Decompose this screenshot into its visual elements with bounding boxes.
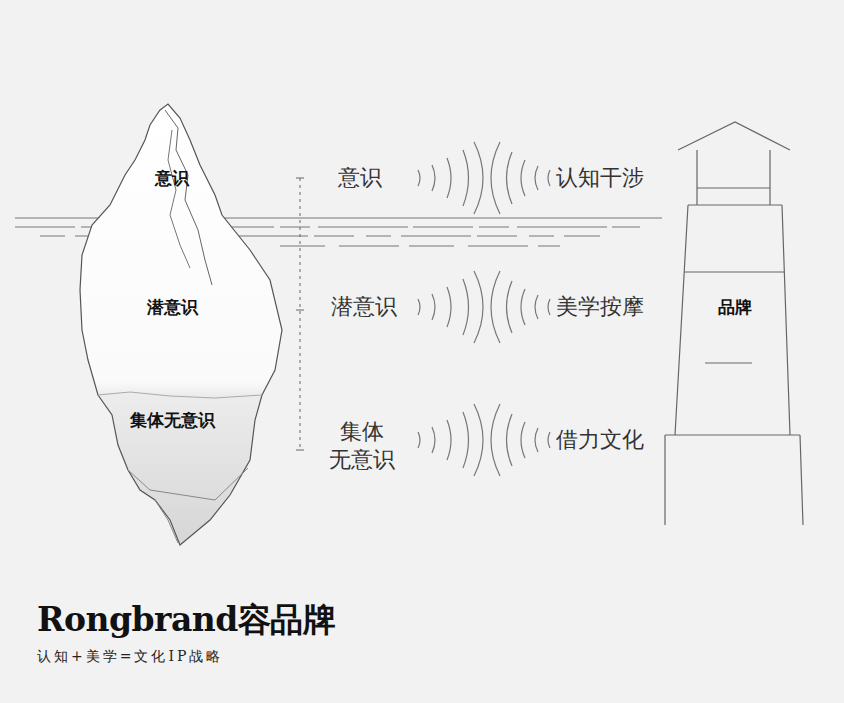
brand-logo: Rongbrand容品牌 <box>37 598 335 643</box>
strategy-label: 借力文化 <box>556 425 644 455</box>
lighthouse-band <box>684 272 785 363</box>
consciousness-layer: 意识 <box>155 167 189 190</box>
iceberg-outline <box>80 104 282 545</box>
bracket-line <box>300 178 301 450</box>
lighthouse-tower <box>675 205 790 435</box>
iceberg-facet <box>128 468 248 500</box>
collective-unconscious-layer: 集体无意识 <box>130 409 215 432</box>
subconscious-layer: 潜意识 <box>147 296 198 319</box>
lighthouse-base <box>665 435 803 525</box>
depth-bracket <box>296 178 304 450</box>
lighthouse: 品牌 <box>660 118 805 528</box>
water-ripple <box>280 246 560 247</box>
iceberg-crack <box>165 110 212 285</box>
bracket-tick <box>296 450 304 451</box>
layer-label: 集体 无意识 <box>327 418 397 474</box>
iceberg: 意识潜意识集体无意识 <box>75 100 290 550</box>
iceberg-ledge <box>98 392 262 398</box>
lighthouse-shape <box>660 118 805 528</box>
brand-slogan: 认知+美学=文化IP战略 <box>37 648 223 666</box>
iceberg-facet <box>155 500 178 543</box>
wave-symbol <box>418 404 550 476</box>
brand-text: 品牌 <box>718 296 752 319</box>
iceberg-crack <box>168 130 190 268</box>
layer-label: 意识 <box>325 164 395 192</box>
strategy-label: 美学按摩 <box>556 292 644 322</box>
lighthouse-roof <box>678 122 790 150</box>
bracket-tick <box>296 310 304 311</box>
wave-symbol <box>418 142 550 214</box>
strategy-label: 认知干涉 <box>556 163 644 193</box>
layer-label: 潜意识 <box>329 293 399 321</box>
bracket-tick <box>296 178 304 179</box>
wave-symbol <box>418 271 550 343</box>
lighthouse-lantern <box>697 150 770 205</box>
